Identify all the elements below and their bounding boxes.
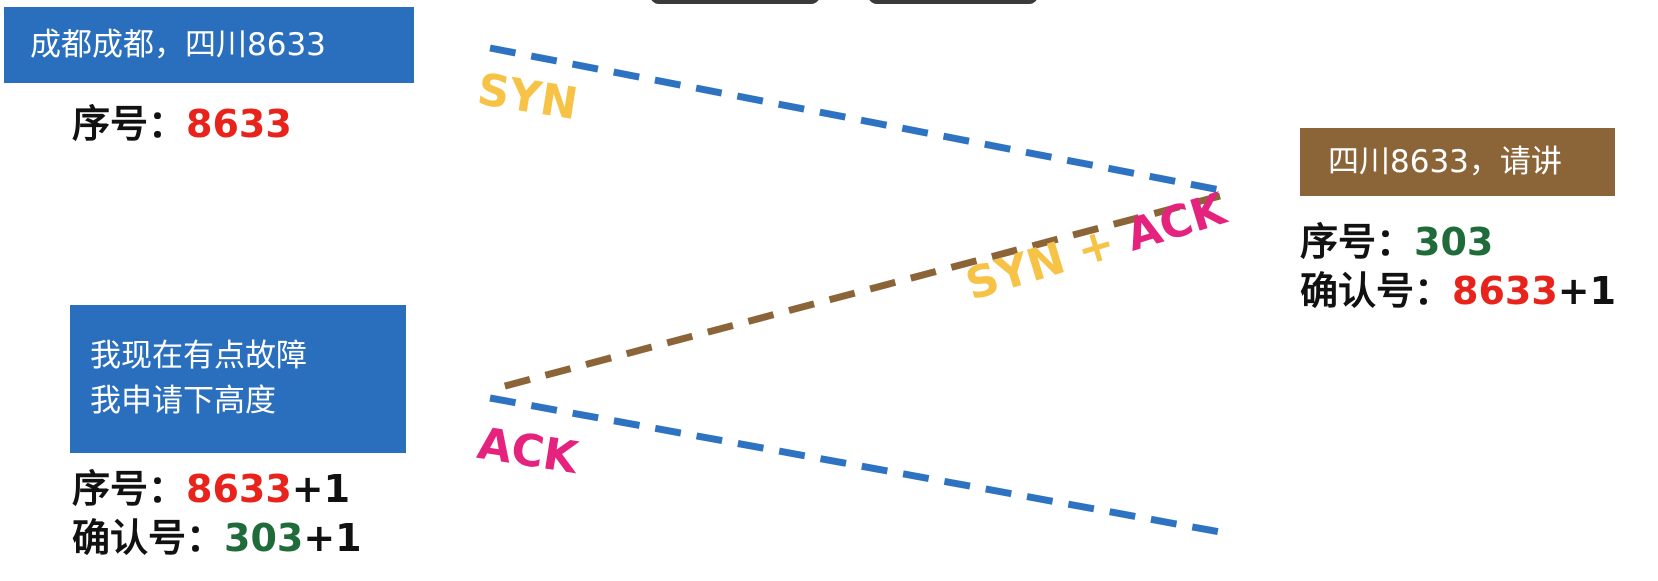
synack-ack-value: 8633	[1452, 269, 1558, 314]
ack-ack-value: 303	[224, 516, 304, 561]
ack-seq-label: 序号：	[72, 467, 187, 511]
syn-message-text: 成都成都，四川8633	[30, 26, 326, 63]
syn-seq-label: 序号：	[72, 102, 187, 146]
synack-message-box: 四川8633，请讲	[1300, 128, 1615, 196]
synack-ack-label: 确认号：	[1300, 269, 1453, 314]
ack-message-line1: 我现在有点故障	[90, 338, 307, 375]
synack-seq-value: 303	[1414, 220, 1494, 264]
ack-line	[489, 394, 1221, 536]
syn-line	[489, 44, 1221, 194]
ack-message-box: 我现在有点故障 我申请下高度	[70, 305, 406, 453]
synack-seq-row: 序号：303	[1300, 218, 1616, 267]
ack-seq-suffix: +1	[291, 467, 351, 511]
ack-sequence-info: 序号：8633+1 确认号：303+1	[72, 465, 362, 564]
ack-ack-label: 确认号：	[72, 516, 225, 561]
ack-seq-row: 序号：8633+1	[72, 465, 362, 514]
synack-ack-row: 确认号：8633+1	[1300, 267, 1616, 316]
top-tab-right	[868, 0, 1038, 4]
syn-sequence-info: 序号：8633	[72, 100, 292, 149]
syn-message-box: 成都成都，四川8633	[4, 7, 414, 83]
synack-sequence-info: 序号：303 确认号：8633+1	[1300, 218, 1616, 317]
ack-ack-suffix: +1	[303, 516, 362, 561]
top-tab-left	[650, 0, 820, 4]
syn-seq-value: 8633	[186, 102, 292, 146]
ack-seq-value: 8633	[186, 467, 292, 511]
synack-seq-label: 序号：	[1300, 220, 1415, 264]
synack-ack-suffix: +1	[1557, 269, 1617, 314]
synack-message-text: 四川8633，请讲	[1328, 143, 1562, 180]
ack-ack-row: 确认号：303+1	[72, 514, 362, 563]
ack-message-line2: 我申请下高度	[90, 383, 276, 419]
